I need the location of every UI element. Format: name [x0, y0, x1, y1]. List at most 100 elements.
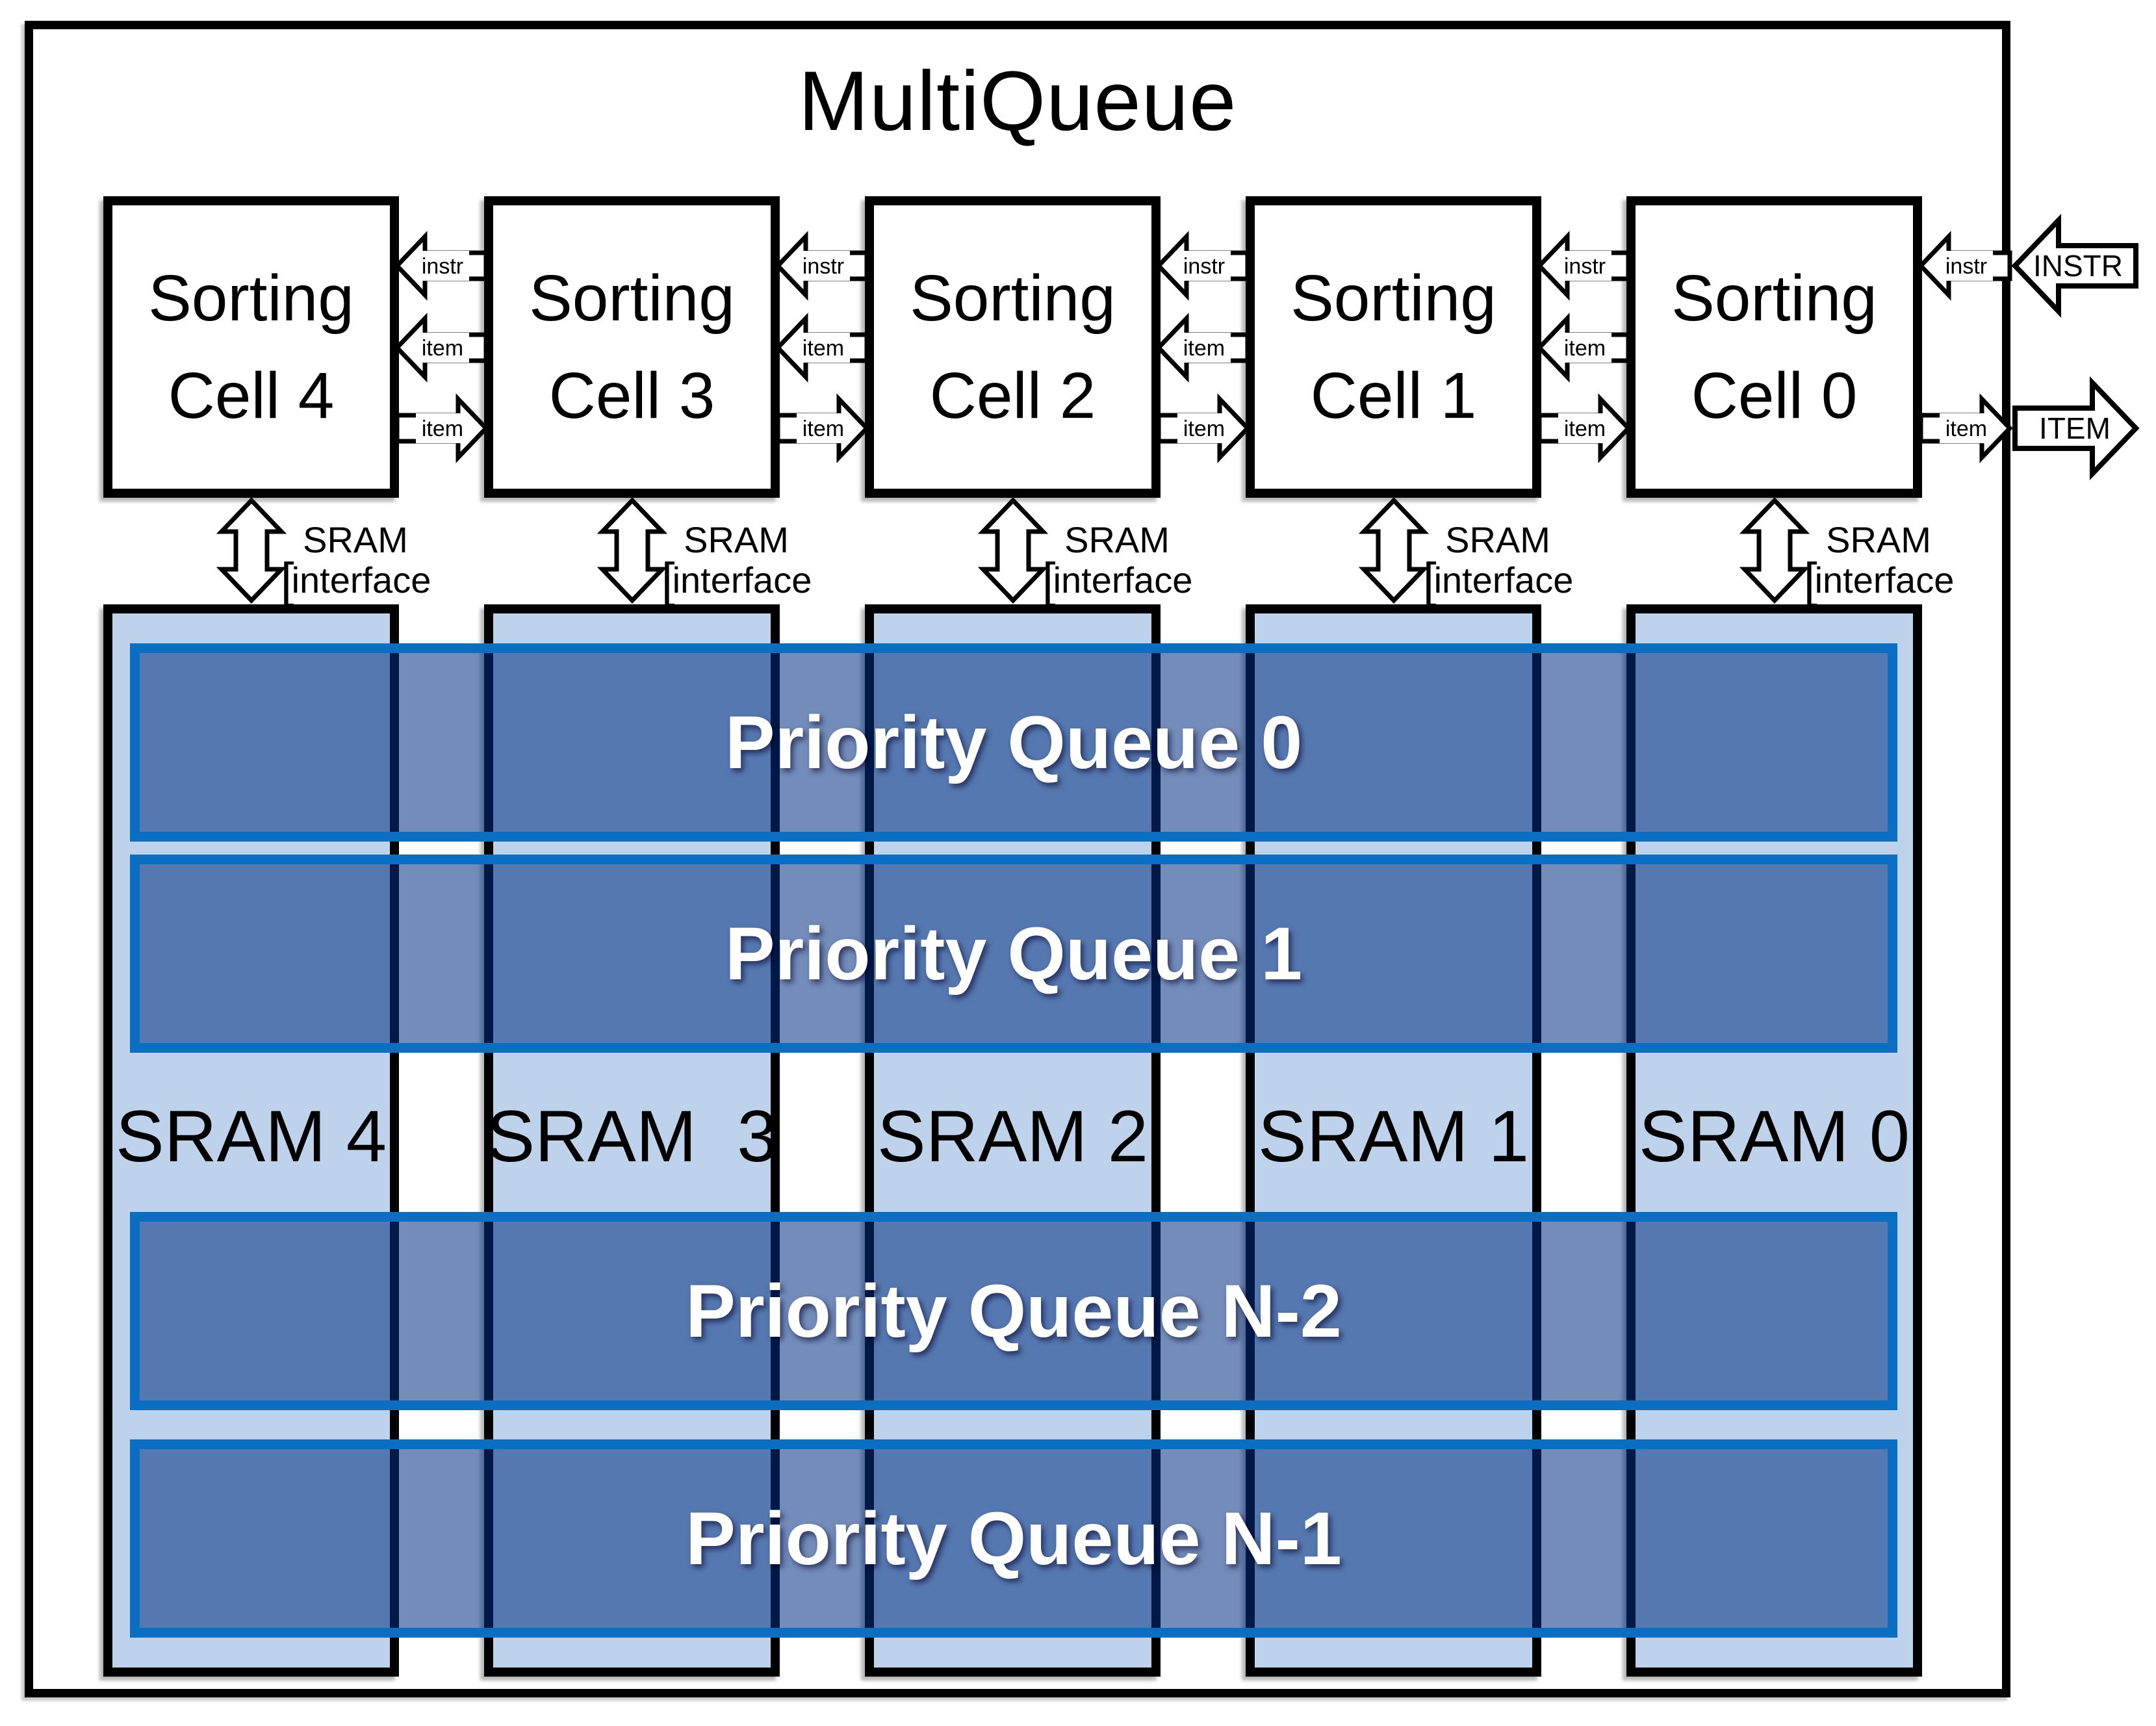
label-backplate	[1558, 251, 1611, 281]
arrow-shape	[1358, 496, 1430, 604]
priority-queue-n1-bar: Priority Queue N-1	[130, 1439, 1897, 1638]
arrow-shape	[216, 496, 287, 604]
label-backplate	[416, 413, 469, 443]
sram-interface-line1: SRAM	[303, 519, 408, 560]
sram-interface-line1: SRAM	[1064, 519, 1170, 560]
sram-interface-line1: SRAM	[684, 519, 789, 560]
sram-interface-label-0: SRAM [interface	[1804, 519, 1986, 604]
diagram-title: MultiQueue	[798, 53, 1237, 148]
label-backplate	[1940, 413, 1993, 443]
item-arrow-left-gap2: item	[1155, 313, 1250, 383]
instr-bus-arrow: INSTR	[2011, 214, 2138, 318]
instr-arrow-label: instr	[1183, 254, 1225, 279]
sorting-cell-2-line2: Cell 2	[929, 359, 1096, 432]
label-backplate	[1558, 333, 1611, 363]
sram-interface-label-2: SRAM [interface	[1042, 519, 1224, 604]
sram-interface-label-3: SRAM [interface	[661, 519, 843, 604]
priority-queue-n2-label: Priority Queue N-2	[686, 1269, 1342, 1353]
sorting-cell-3-line2: Cell 3	[548, 359, 715, 432]
instr-arrow-label: instr	[1564, 254, 1606, 279]
sram-interface-arrow-2	[977, 496, 1049, 604]
instr-arrow-label: instr	[422, 254, 463, 279]
item-arrow-label: item	[1183, 417, 1225, 441]
sorting-cell-1-line2: Cell 1	[1310, 359, 1477, 432]
sorting-cell-0-line2: Cell 0	[1691, 359, 1858, 432]
item-arrow-out-of-cell0: item	[1918, 393, 2013, 463]
item-arrow-left-gap3: item	[1536, 313, 1631, 383]
item-arrow-left-gap1: item	[775, 313, 869, 383]
instr-arrow-left-gap0: instr	[394, 231, 489, 301]
label-backplate	[1558, 413, 1611, 443]
item-arrow-label: item	[422, 336, 463, 361]
sram-column-3-label: SRAM 3	[486, 1096, 778, 1177]
item-bus-arrow: ITEM	[2012, 376, 2140, 480]
sorting-cell-0-line1: Sorting	[1671, 262, 1877, 335]
label-backplate	[797, 413, 850, 443]
sram-interface-arrow-1	[1358, 496, 1430, 604]
sram-interface-label-4: SRAM [interface	[281, 519, 463, 604]
instr-bus-label: INSTR	[2033, 249, 2123, 283]
instr-arrow-left-gap3: instr	[1536, 231, 1631, 301]
sram-interface-line2: interface	[291, 560, 431, 600]
sorting-cell-1-line1: Sorting	[1290, 262, 1496, 335]
label-backplate	[797, 333, 850, 363]
item-arrow-right-gap3: item	[1537, 393, 1632, 463]
sorting-cell-0: Sorting Cell 0	[1626, 196, 1922, 498]
arrow-shape	[2011, 214, 2138, 318]
sorting-cell-3: Sorting Cell 3	[484, 196, 780, 498]
sram-interface-arrow-3	[597, 496, 668, 604]
instr-arrow-label: instr	[802, 254, 844, 279]
sram-interface-label-1: SRAM [interface	[1423, 519, 1605, 604]
instr-arrow-into-cell0: instr	[1918, 231, 2012, 301]
item-arrow-right-gap1: item	[775, 393, 870, 463]
label-backplate	[1177, 251, 1231, 281]
arrow-shape	[977, 496, 1049, 604]
sorting-cell-4-line2: Cell 4	[168, 359, 335, 432]
sram-interface-line1: SRAM	[1445, 519, 1550, 560]
instr-arrow-left-gap1: instr	[775, 231, 869, 301]
arrow-shape	[1739, 496, 1810, 604]
sram-interface-line2: interface	[672, 560, 812, 600]
bracket-glyph: [	[281, 553, 294, 607]
label-backplate	[416, 333, 469, 363]
bracket-glyph: [	[1804, 553, 1817, 607]
item-bus-label: ITEM	[2039, 411, 2111, 445]
label-backplate	[1940, 251, 1993, 281]
priority-queue-0-bar: Priority Queue 0	[130, 643, 1897, 842]
sram-interface-arrow-4	[216, 496, 287, 604]
sram-interface-line2: interface	[1053, 560, 1193, 600]
sram-column-0-label: SRAM 0	[1639, 1096, 1910, 1177]
bracket-glyph: [	[661, 553, 674, 607]
label-backplate	[416, 251, 469, 281]
instr-arrow-label: instr	[1945, 254, 1987, 279]
item-arrow-label: item	[1945, 417, 1987, 441]
sram-column-1-label: SRAM 1	[1258, 1096, 1529, 1177]
item-arrow-right-gap2: item	[1156, 393, 1251, 463]
item-arrow-label: item	[422, 417, 463, 441]
label-backplate	[1177, 413, 1231, 443]
sorting-cell-4: Sorting Cell 4	[103, 196, 399, 498]
sram-column-2-label: SRAM 2	[877, 1096, 1148, 1177]
sram-interface-line1: SRAM	[1826, 519, 1931, 560]
item-arrow-label: item	[1183, 336, 1225, 361]
sram-interface-line2: interface	[1433, 560, 1574, 600]
arrow-shape	[597, 496, 668, 604]
instr-arrow-left-gap2: instr	[1155, 231, 1250, 301]
sorting-cell-1: Sorting Cell 1	[1246, 196, 1541, 498]
priority-queue-n2-bar: Priority Queue N-2	[130, 1212, 1897, 1410]
priority-queue-1-label: Priority Queue 1	[725, 912, 1303, 996]
sram-interface-arrow-0	[1739, 496, 1810, 604]
item-arrow-label: item	[802, 336, 844, 361]
sorting-cell-3-line1: Sorting	[529, 262, 735, 335]
sorting-cell-2: Sorting Cell 2	[865, 196, 1161, 498]
label-backplate	[1177, 333, 1231, 363]
priority-queue-1-bar: Priority Queue 1	[130, 855, 1897, 1053]
bracket-glyph: [	[1042, 553, 1055, 607]
item-arrow-label: item	[1564, 336, 1606, 361]
priority-queue-0-label: Priority Queue 0	[725, 701, 1303, 784]
arrow-shape	[2012, 376, 2140, 480]
sram-column-4-label: SRAM 4	[116, 1096, 387, 1177]
item-arrow-label: item	[802, 417, 844, 441]
item-arrow-left-gap0: item	[394, 313, 489, 383]
